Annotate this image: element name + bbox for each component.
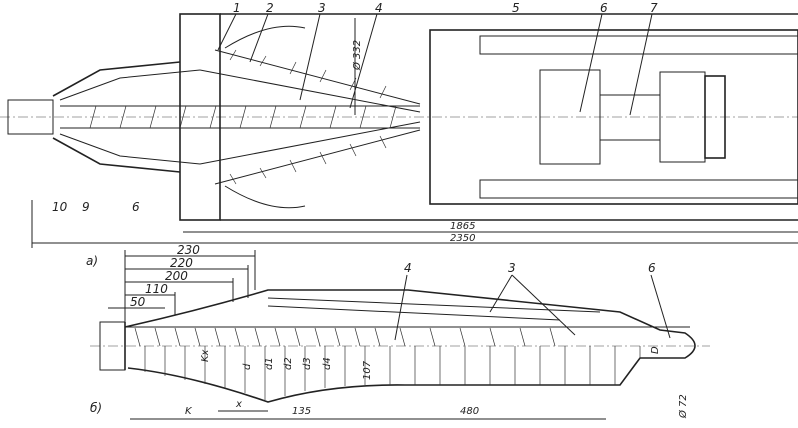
top-callouts: 1 2 3 4 5 6 7 10 9 6 Ø 332 1865 2350 а) <box>31 1 798 268</box>
dim-230: 230 <box>177 243 200 257</box>
dim-110: 110 <box>145 282 168 296</box>
view-label-b: б) <box>90 401 102 415</box>
callout-10: 10 <box>52 200 68 214</box>
callout-4-detail: 4 <box>404 261 412 275</box>
dim-200: 200 <box>165 269 188 283</box>
callout-4: 4 <box>375 1 383 15</box>
detail-labels: 230 220 200 110 50 4 3 6 Kx d d1 d2 d3 d… <box>90 243 689 420</box>
label-107: 107 <box>362 360 373 380</box>
callout-9: 9 <box>82 200 90 214</box>
dim-220: 220 <box>170 256 193 270</box>
dim-50: 50 <box>130 295 146 309</box>
dim-K: K <box>185 406 193 417</box>
dim-480: 480 <box>460 406 479 417</box>
callout-5: 5 <box>512 1 520 15</box>
callout-7: 7 <box>650 1 658 15</box>
label-d3: d3 <box>302 357 313 370</box>
label-d1: d1 <box>264 357 275 370</box>
callout-6-detail: 6 <box>648 261 656 275</box>
view-label-a: а) <box>86 254 98 268</box>
callout-1: 1 <box>233 1 241 15</box>
dim-135: 135 <box>292 406 311 417</box>
label-d4: d4 <box>322 357 333 370</box>
callout-3-detail: 3 <box>508 261 516 275</box>
label-kx: Kx <box>200 349 211 362</box>
conductor-detail-view <box>90 250 710 403</box>
dim-1865: 1865 <box>450 221 475 232</box>
label-d: d <box>242 363 253 370</box>
dim-2350: 2350 <box>450 233 475 244</box>
callout-6: 6 <box>600 1 608 15</box>
label-d2: d2 <box>283 357 294 370</box>
diameter-332: Ø 332 <box>351 40 363 71</box>
top-assembly-view <box>0 13 798 221</box>
callout-2: 2 <box>266 1 274 15</box>
label-D: D <box>650 346 661 354</box>
callout-6-lower: 6 <box>132 200 140 214</box>
dim-x: x <box>235 399 242 410</box>
diameter-72: Ø 72 <box>677 394 689 419</box>
callout-3: 3 <box>318 1 326 15</box>
